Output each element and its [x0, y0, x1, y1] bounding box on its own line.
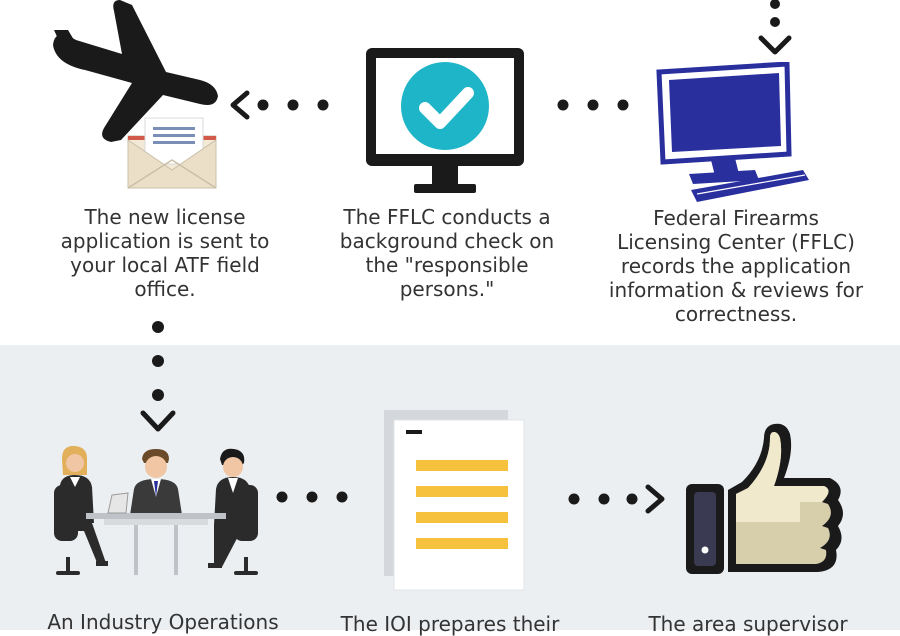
connector-arrow-left — [230, 90, 329, 120]
document-icon — [384, 410, 525, 591]
person-right — [208, 448, 250, 568]
envelope-icon — [127, 117, 217, 189]
monitor-checkmark-icon — [366, 48, 524, 193]
connector-arrow-down — [140, 321, 176, 432]
caption-fflc-records: Federal Firearms Licensing Center (FFLC)… — [608, 206, 864, 326]
person-left — [60, 445, 108, 566]
meeting-table — [86, 492, 226, 575]
caption-ioi-prepares: The IOI prepares their — [340, 612, 560, 636]
person-center — [130, 449, 182, 515]
caption-sent-to-field-office: The new license application is sent to y… — [60, 205, 270, 301]
airplane-icon — [53, 0, 218, 142]
connector-dots-right — [276, 491, 348, 503]
caption-supervisor: The area supervisor — [648, 612, 848, 636]
meeting-icon — [54, 445, 258, 575]
connector-arrow-down-incoming — [758, 0, 792, 55]
caption-ioi-meeting: An Industry Operations — [47, 610, 279, 634]
airplane-envelope-icon — [53, 0, 218, 189]
connector-dots-left — [557, 99, 629, 111]
thumbs-up-icon — [686, 423, 843, 574]
computer-icon — [656, 62, 809, 202]
connector-arrow-right — [568, 484, 665, 514]
caption-background-check: The FFLC conducts a background check on … — [339, 205, 555, 301]
